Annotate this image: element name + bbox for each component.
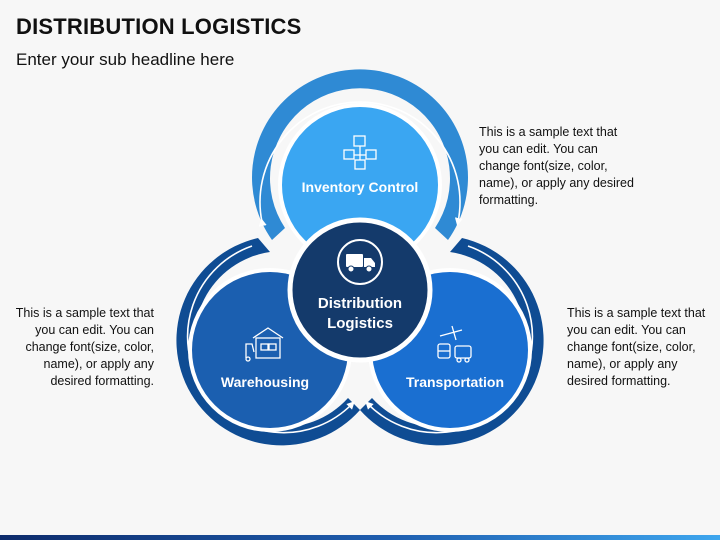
delivery-truck-icon [346, 254, 375, 273]
center-label-line1: Distribution [318, 295, 402, 312]
plane-train-truck-icon [437, 325, 472, 363]
ring-transportation [360, 238, 544, 446]
arrow-track-inventory [258, 101, 463, 227]
note-right: This is a sample text that you can edit.… [567, 306, 706, 388]
page-subtitle: Enter your sub headline here [16, 50, 235, 69]
footer-bar [0, 535, 720, 540]
note-top: This is a sample text that you can edit.… [479, 125, 634, 207]
note-left: This is a sample text that you can edit.… [15, 306, 154, 388]
truck-icon-ring [337, 239, 383, 285]
petal-label-transportation: Transportation [406, 374, 504, 390]
page-title: DISTRIBUTION LOGISTICS [16, 14, 302, 39]
boxes-network-icon [343, 135, 377, 170]
petal-label-inventory: Inventory Control [302, 179, 419, 195]
center-circle [287, 217, 433, 363]
warehouse-forklift-icon [245, 327, 284, 362]
petal-label-warehousing: Warehousing [221, 374, 309, 390]
ring-warehousing [176, 238, 360, 446]
center-label-line2: Logistics [327, 315, 393, 332]
